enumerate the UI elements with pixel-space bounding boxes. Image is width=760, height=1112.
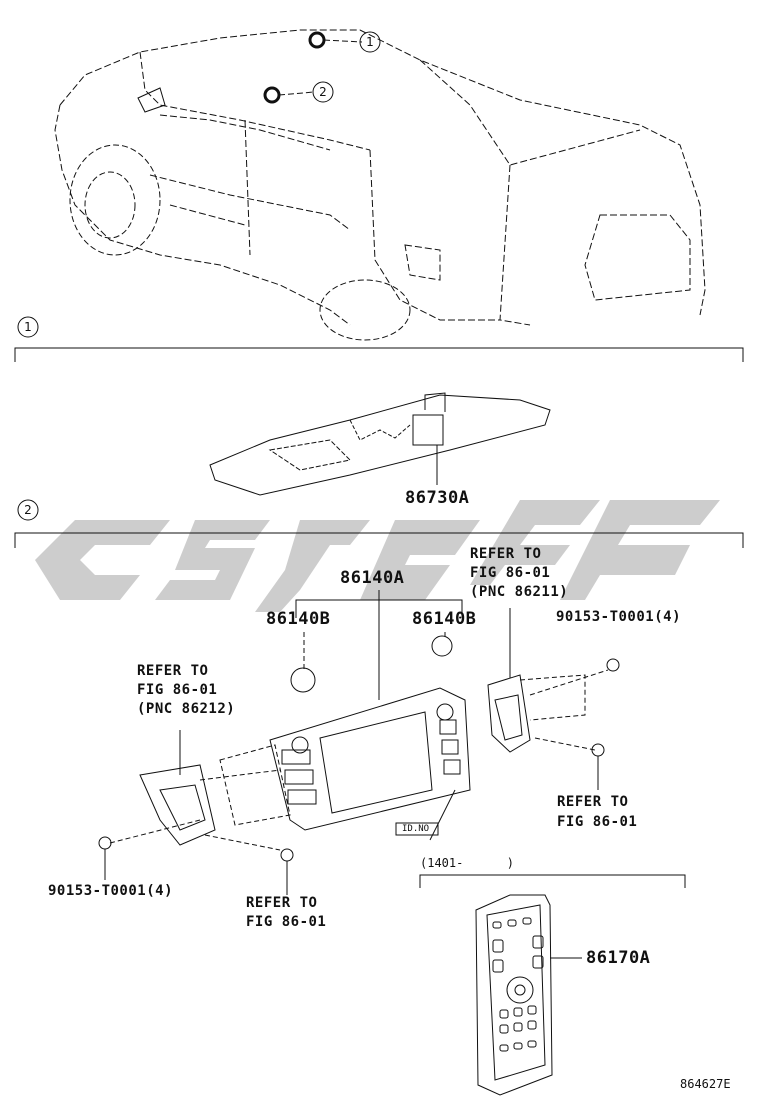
right-bracket-drawing (487, 608, 609, 753)
part-label-86730A: 86730A (405, 488, 470, 508)
overhead-console-drawing (209, 392, 551, 496)
vehicle-wheels (69, 144, 411, 341)
section1-bracket (14, 316, 744, 362)
part-label-86140B-left: 86140B (266, 609, 331, 629)
knob-86140B-right (431, 635, 453, 657)
left-bracket-drawing (109, 730, 281, 851)
bolt-label-right: 90153-T0001(4) (556, 609, 682, 625)
id-no-label: ID.NO (402, 824, 430, 834)
id-no-box (395, 822, 439, 836)
part-label-86170A: 86170A (586, 948, 651, 968)
callout-1-top: 1 (366, 35, 374, 49)
leader-86140A (295, 590, 463, 700)
callout-circle-2 (312, 81, 334, 103)
head-unit-drawing (219, 687, 471, 841)
side-mirror (137, 87, 166, 113)
watermark-logo (35, 500, 720, 612)
vehicle-outline (54, 29, 706, 326)
callout-circle-1 (359, 31, 381, 53)
diagram-code: 864627E (680, 1077, 731, 1091)
part-label-86140B-right: 86140B (412, 609, 477, 629)
section2-bracket (14, 499, 744, 548)
remote-control-drawing (475, 894, 582, 1096)
bolt-label-left: 90153-T0001(4) (48, 883, 174, 899)
location-marker-2 (263, 86, 281, 104)
section1-marker: 1 (24, 320, 32, 334)
callout-2-top: 2 (319, 85, 327, 99)
location-marker-1 (308, 31, 326, 49)
date-range-bracket (419, 874, 686, 888)
section2-marker: 2 (24, 503, 32, 517)
date-range-label: (1401- ) (420, 856, 514, 870)
knob-86140B-left (290, 667, 316, 693)
part-label-86140A: 86140A (340, 568, 405, 588)
